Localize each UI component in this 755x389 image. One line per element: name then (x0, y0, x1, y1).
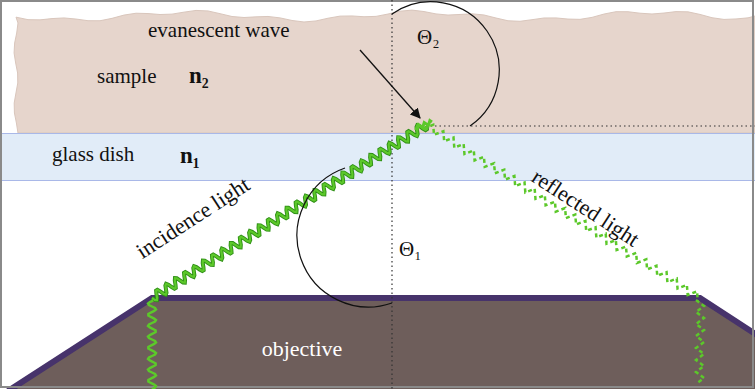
objective-label: objective (262, 337, 343, 361)
reflected-beam (696, 300, 704, 384)
angle-label: Θ₁ (399, 238, 422, 261)
glass-edge (0, 133, 755, 134)
pointer-arrow (360, 50, 420, 118)
refractive-index: n₂ (189, 63, 209, 88)
glass-dish-label: glass dish (52, 143, 134, 166)
evanescent-wave-label: evanescent wave (148, 19, 290, 42)
refractive-index: n₁ (180, 143, 200, 168)
objective-lens: objective (0, 295, 755, 389)
angle-arc (392, 2, 499, 126)
angle-arc (297, 168, 392, 307)
objective-rim (8, 298, 755, 389)
sample-shape (14, 10, 755, 133)
sample-label: sample (97, 65, 156, 88)
objective-lens-shape (0, 295, 755, 389)
sample-band: sample n₂ (12, 8, 755, 133)
interface-line (426, 125, 755, 126)
reflected-beam (424, 125, 698, 302)
normal-line (391, 0, 392, 389)
angle-label: Θ₂ (417, 26, 440, 49)
objective-body (10, 298, 755, 389)
incidence-light-label: incidence light (132, 172, 254, 263)
evanescent-spot (415, 121, 432, 130)
glass-edge (0, 180, 755, 181)
incidence-beam (148, 301, 156, 389)
